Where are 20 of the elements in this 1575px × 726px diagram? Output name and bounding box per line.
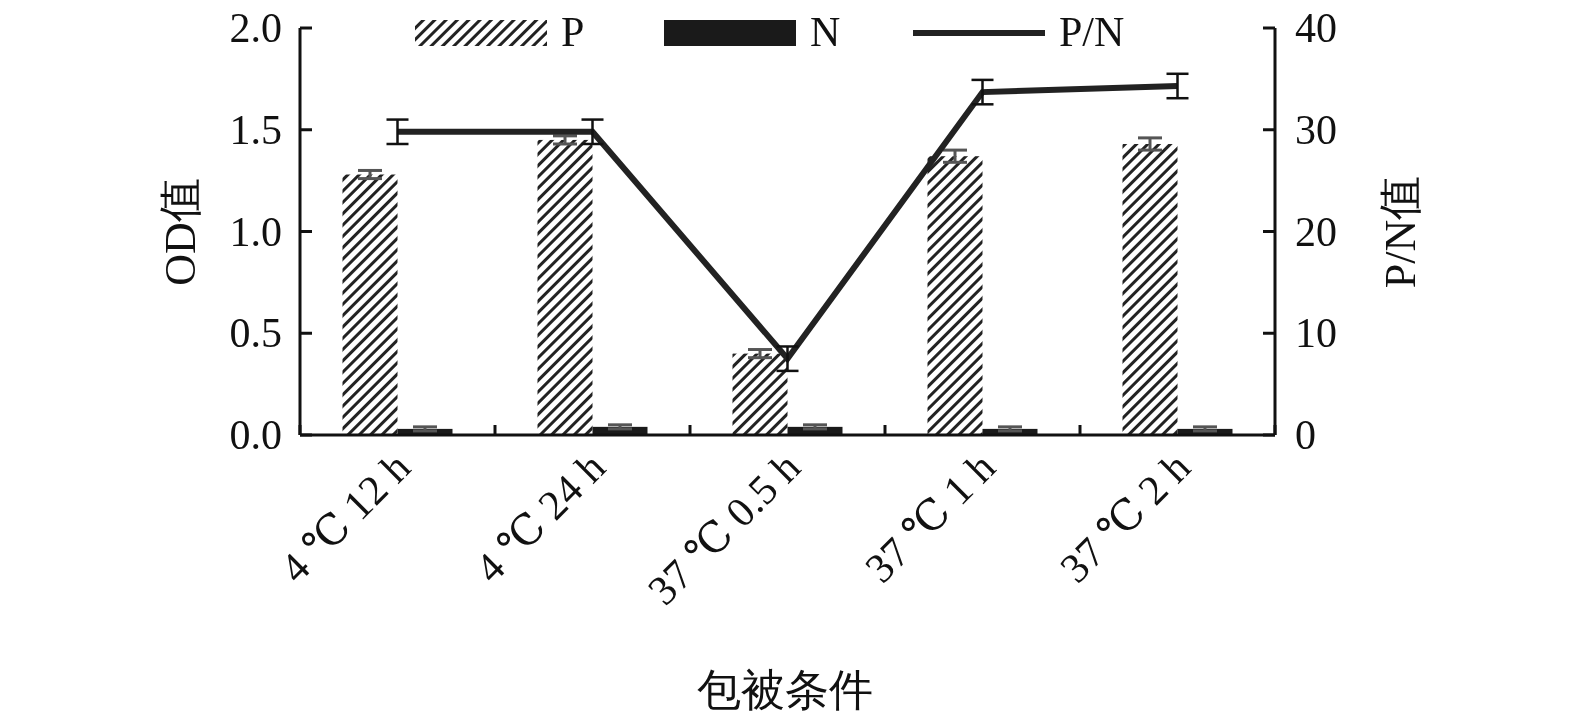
- tick-label: 37 ℃ 2 h: [1051, 443, 1199, 592]
- tick-label: 0: [1295, 412, 1316, 458]
- legend-label: P/N: [1059, 9, 1125, 55]
- tick-label: 1.0: [229, 208, 282, 255]
- tick-label: 0.5: [229, 310, 282, 357]
- tick-label: 37 ℃ 1 h: [856, 443, 1004, 592]
- tick-label: 10: [1295, 310, 1337, 357]
- legend-label: P: [561, 9, 585, 55]
- tick-label: 30: [1295, 106, 1337, 153]
- axis-title: 包被条件: [697, 666, 873, 715]
- tick-label: 40: [1295, 5, 1337, 51]
- axis-title: OD值: [156, 178, 205, 286]
- tick-label: 4 ℃ 24 h: [466, 443, 614, 592]
- tick-label: 20: [1295, 208, 1337, 255]
- tick-label: 0.0: [229, 412, 282, 458]
- tick-label: 37 ℃ 0.5 h: [639, 443, 809, 614]
- tick-label: 1.5: [229, 106, 282, 153]
- legend-label: N: [810, 9, 841, 55]
- axis-title: P/N值: [1376, 175, 1425, 289]
- tick-label: 2.0: [229, 5, 282, 51]
